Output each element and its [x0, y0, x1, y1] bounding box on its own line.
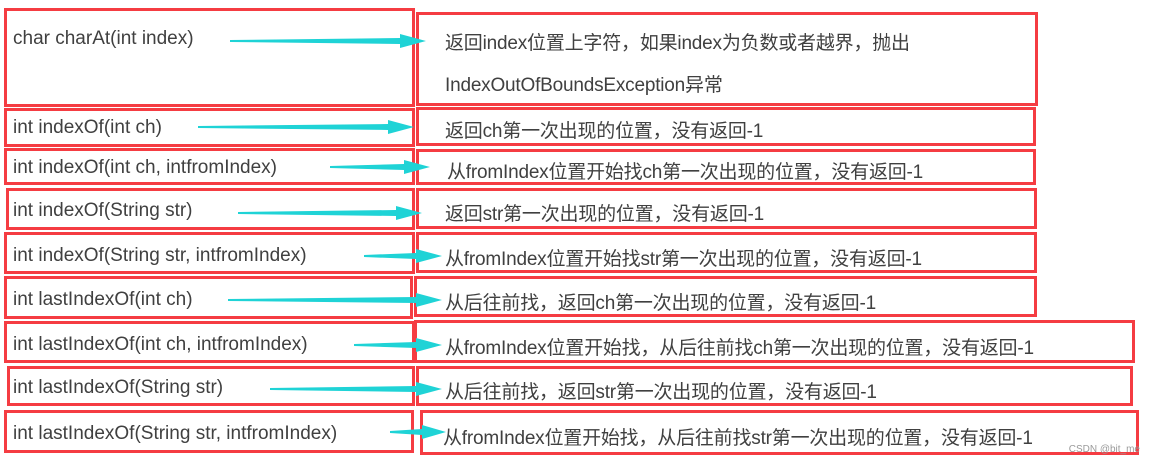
method-signature: int lastIndexOf(int ch)	[13, 289, 193, 310]
description-box-indexOf-ch: 返回ch第一次出现的位置，没有返回-1	[416, 107, 1036, 146]
description-box-lastIndexOf-str: 从后往前找，返回str第一次出现的位置，没有返回-1	[416, 366, 1133, 406]
description-box-lastIndexOf-ch: 从后往前找，返回ch第一次出现的位置，没有返回-1	[414, 276, 1037, 317]
method-signature: int lastIndexOf(String str)	[13, 377, 224, 398]
arrow-icon	[198, 120, 414, 134]
method-signature: int indexOf(int ch)	[13, 117, 162, 138]
description-box-charAt: 返回index位置上字符，如果index为负数或者越界，抛出 IndexOutO…	[416, 12, 1038, 106]
signature-box-lastIndexOf-str: int lastIndexOf(String str)	[7, 366, 415, 406]
method-description: 从fromIndex位置开始找ch第一次出现的位置，没有返回-1	[447, 162, 924, 183]
method-description: 从fromIndex位置开始找str第一次出现的位置，没有返回-1	[445, 249, 922, 270]
watermark: CSDN @bit_me	[1068, 444, 1140, 455]
method-description-line-1: 返回index位置上字符，如果index为负数或者越界，抛出	[445, 33, 910, 54]
description-box-indexOf-str: 返回str第一次出现的位置，没有返回-1	[416, 188, 1037, 229]
signature-box-indexOf-str: int indexOf(String str)	[6, 188, 415, 230]
method-signature: int indexOf(String str, intfromIndex)	[13, 245, 307, 266]
method-signature: int lastIndexOf(String str, intfromIndex…	[13, 423, 338, 444]
method-description: 返回ch第一次出现的位置，没有返回-1	[445, 121, 764, 142]
signature-box-lastIndexOf-ch-fromIndex: int lastIndexOf(int ch, intfromIndex)	[4, 321, 415, 363]
signature-box-indexOf-str-fromIndex: int indexOf(String str, intfromIndex)	[4, 232, 415, 274]
method-signature: int lastIndexOf(int ch, intfromIndex)	[13, 334, 308, 355]
description-box-lastIndexOf-str-fromIndex: 从fromIndex位置开始找，从后往前找str第一次出现的位置，没有返回-1	[420, 410, 1139, 455]
arrow-icon	[270, 382, 442, 396]
method-description-line-2: IndexOutOfBoundsException异常	[445, 75, 723, 96]
signature-box-lastIndexOf-ch: int lastIndexOf(int ch)	[4, 276, 413, 319]
arrow-icon	[390, 425, 446, 439]
arrow-icon	[238, 206, 422, 220]
signature-box-lastIndexOf-str-fromIndex: int lastIndexOf(String str, intfromIndex…	[4, 410, 414, 453]
arrow-icon	[230, 34, 426, 48]
arrow-icon	[330, 160, 430, 174]
method-description: 从fromIndex位置开始找，从后往前找ch第一次出现的位置，没有返回-1	[445, 338, 1034, 359]
method-description: 返回str第一次出现的位置，没有返回-1	[445, 204, 765, 225]
method-description: 从后往前找，返回ch第一次出现的位置，没有返回-1	[445, 293, 876, 314]
description-box-indexOf-str-fromIndex: 从fromIndex位置开始找str第一次出现的位置，没有返回-1	[416, 232, 1037, 273]
arrow-icon	[354, 338, 442, 352]
signature-box-charAt: char charAt(int index)	[4, 8, 415, 107]
method-signature: int indexOf(String str)	[13, 200, 193, 221]
method-description: 从fromIndex位置开始找，从后往前找str第一次出现的位置，没有返回-1	[443, 428, 1033, 449]
method-signature: char charAt(int index)	[13, 28, 194, 49]
description-box-lastIndexOf-ch-fromIndex: 从fromIndex位置开始找，从后往前找ch第一次出现的位置，没有返回-1	[414, 320, 1135, 363]
method-description: 从后往前找，返回str第一次出现的位置，没有返回-1	[445, 382, 877, 403]
arrow-icon	[228, 293, 442, 307]
arrow-icon	[364, 249, 442, 263]
description-box-indexOf-ch-fromIndex: 从fromIndex位置开始找ch第一次出现的位置，没有返回-1	[416, 149, 1036, 185]
method-signature: int indexOf(int ch, intfromIndex)	[13, 157, 277, 178]
